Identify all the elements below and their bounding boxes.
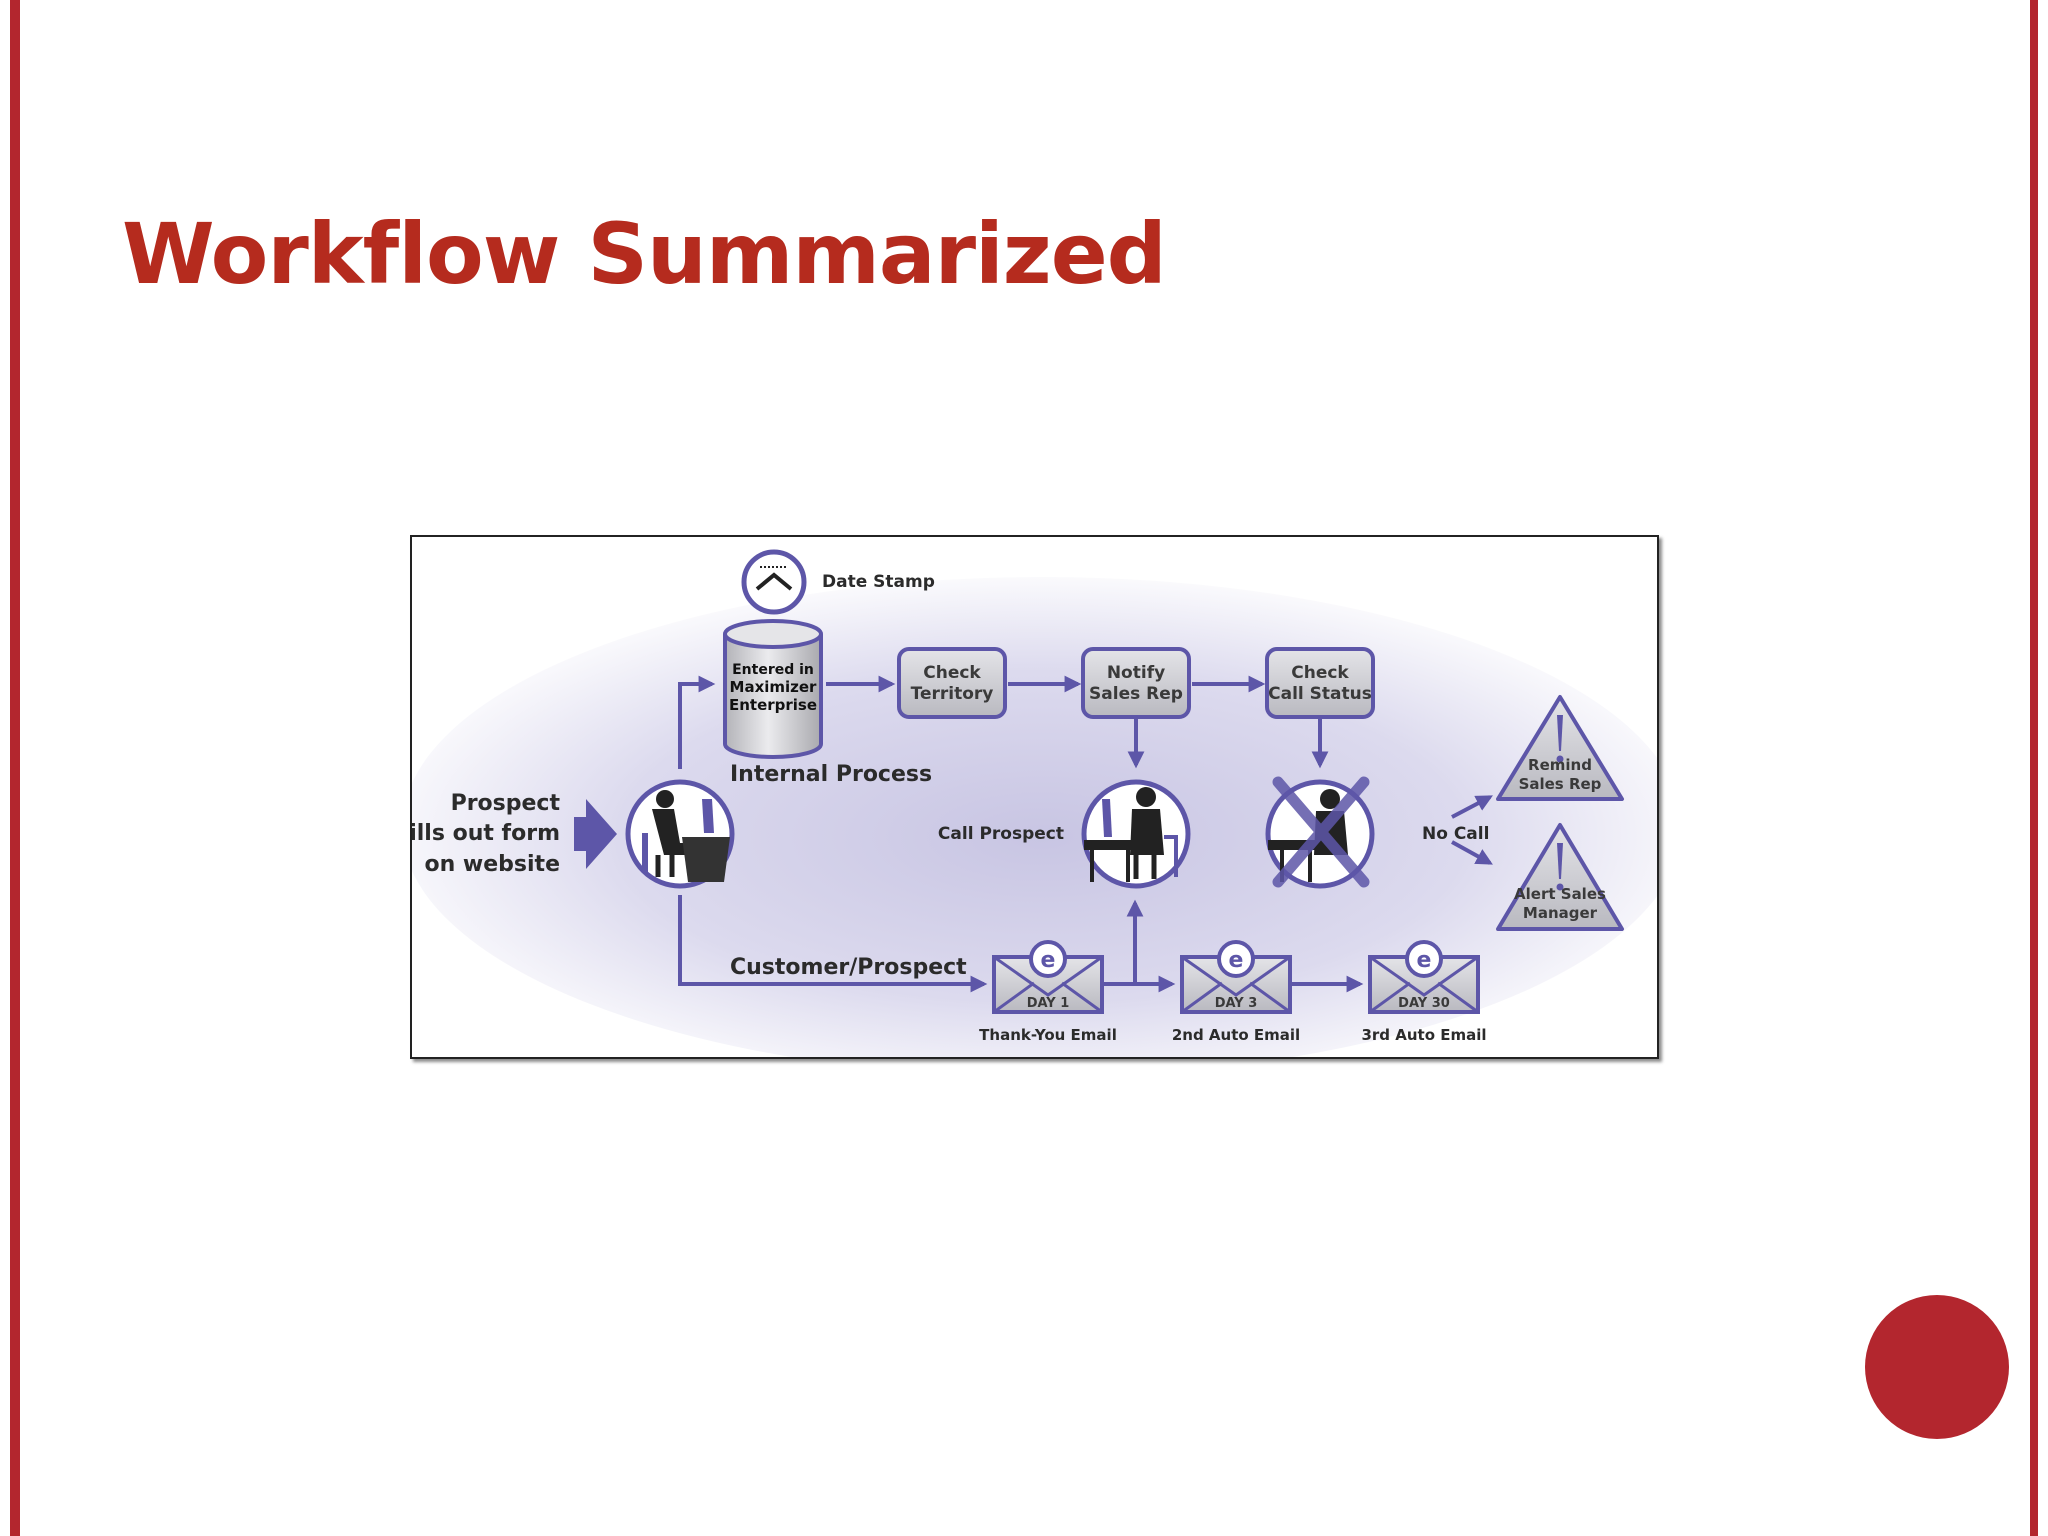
svg-text:e: e: [1041, 948, 1056, 973]
person-on-phone-icon: Call Prospect: [938, 779, 1191, 889]
email-day1-label: DAY 1: [1027, 996, 1070, 1011]
email-day1: e DAY 1 Thank-You Email: [979, 940, 1117, 1044]
remind-sales-rep-line1: Remind: [1528, 756, 1592, 774]
prospect-line1: Prospect: [451, 791, 561, 816]
flow-connectors: [678, 675, 1493, 993]
check-call-status-line2: Call Status: [1268, 684, 1372, 704]
prospect-line3: on website: [424, 852, 560, 877]
notify-sales-rep-box: Notify Sales Rep: [1081, 647, 1191, 719]
email-day30-label: DAY 30: [1398, 996, 1450, 1011]
remind-sales-rep-line2: Sales Rep: [1519, 775, 1602, 793]
database-line1: Entered in: [732, 662, 814, 678]
right-accent-rule: [2030, 0, 2038, 1536]
date-stamp-clock-icon: [741, 549, 807, 615]
slide-title: Workflow Summarized: [122, 205, 1167, 303]
email-day3-label: DAY 3: [1215, 996, 1258, 1011]
prospect-line2: fills out form: [412, 821, 560, 846]
alert-sales-manager-warning-icon: Alert Sales Manager: [1496, 823, 1624, 931]
no-call-label: No Call: [1422, 824, 1489, 844]
workflow-diagram: Date Stamp Entered in Maximizer Enterpri…: [410, 535, 1659, 1059]
call-prospect-label: Call Prospect: [938, 824, 1064, 844]
remind-sales-rep-warning-icon: Remind Sales Rep: [1496, 695, 1624, 801]
svg-text:e: e: [1229, 948, 1244, 973]
notify-sales-rep-line1: Notify: [1107, 663, 1165, 683]
email-day3-caption: 2nd Auto Email: [1172, 1026, 1300, 1044]
left-accent-rule: [10, 0, 20, 1536]
alert-sales-manager-line2: Manager: [1523, 904, 1598, 922]
check-territory-box: Check Territory: [897, 647, 1007, 719]
email-envelope-icon: [1405, 940, 1443, 978]
email-day30: e DAY 30 3rd Auto Email: [1361, 940, 1487, 1044]
email-day1-caption: Thank-You Email: [979, 1026, 1117, 1044]
email-day3: e DAY 3 2nd Auto Email: [1172, 940, 1300, 1044]
no-call-crossed-person-icon: [1265, 776, 1375, 889]
notify-sales-rep-line2: Sales Rep: [1089, 684, 1183, 704]
email-envelope-icon: [1029, 940, 1067, 978]
customer-prospect-label: Customer/Prospect: [730, 955, 967, 980]
email-day30-caption: 3rd Auto Email: [1361, 1026, 1486, 1044]
slide-corner-dot: [1865, 1295, 2009, 1439]
date-stamp-label: Date Stamp: [822, 572, 935, 592]
svg-text:e: e: [1417, 948, 1432, 973]
block-arrow-icon: [574, 799, 617, 869]
check-territory-line1: Check: [923, 663, 981, 683]
alert-sales-manager-line1: Alert Sales: [1514, 885, 1606, 903]
workflow-diagram-canvas: Date Stamp Entered in Maximizer Enterpri…: [412, 537, 1657, 1057]
person-at-computer-icon: [625, 779, 735, 889]
email-envelope-icon: [1217, 940, 1255, 978]
maximizer-database-icon: [723, 619, 823, 759]
check-call-status-box: Check Call Status: [1265, 647, 1375, 719]
check-call-status-line1: Check: [1291, 663, 1349, 683]
database-line2: Maximizer: [730, 678, 818, 696]
database-line3: Enterprise: [729, 696, 817, 714]
check-territory-line2: Territory: [911, 684, 994, 704]
internal-process-label: Internal Process: [730, 762, 932, 787]
